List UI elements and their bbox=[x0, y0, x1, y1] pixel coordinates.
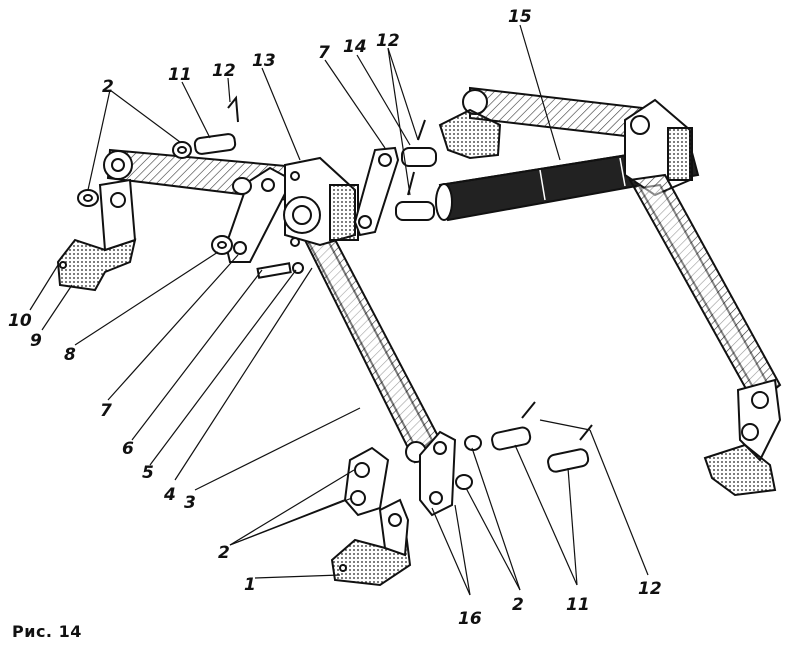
callout-2b: 2 bbox=[218, 543, 230, 563]
callout-12b: 12 bbox=[376, 31, 400, 51]
callout-14: 14 bbox=[343, 37, 367, 57]
link-plate-lower-a bbox=[343, 446, 390, 517]
callout-6: 6 bbox=[122, 439, 134, 459]
bracket-left bbox=[56, 178, 137, 292]
washer-8 bbox=[211, 235, 233, 255]
callout-8: 8 bbox=[64, 345, 76, 365]
callout-3: 3 bbox=[184, 493, 196, 513]
pin-middle-lower bbox=[395, 201, 435, 221]
callout-9: 9 bbox=[30, 331, 42, 351]
callout-11a: 11 bbox=[168, 65, 192, 85]
figure-caption: Рис. 14 bbox=[12, 622, 82, 641]
link-plate-middle bbox=[353, 146, 400, 237]
pin-lower-b bbox=[547, 424, 593, 473]
callout-labels: 1 2 2 2 3 4 5 6 7 7 8 9 10 11 11 12 12 1… bbox=[8, 7, 662, 629]
callout-5: 5 bbox=[142, 463, 154, 483]
callout-16: 16 bbox=[458, 609, 482, 629]
callout-12c: 12 bbox=[638, 579, 662, 599]
pin-middle-upper bbox=[401, 147, 437, 167]
callout-12a: 12 bbox=[212, 61, 236, 81]
callout-15: 15 bbox=[508, 7, 532, 27]
callout-4: 4 bbox=[163, 485, 176, 505]
pin-top-left bbox=[193, 95, 239, 155]
lever-arm-right bbox=[628, 173, 782, 407]
callout-2c: 2 bbox=[512, 595, 524, 615]
bracket-top-rear bbox=[438, 108, 502, 160]
link-plate-lower-b bbox=[419, 430, 457, 517]
leader-lines bbox=[29, 24, 649, 596]
callout-1: 1 bbox=[244, 575, 256, 595]
pin-lower-a bbox=[491, 401, 536, 451]
hub-13 bbox=[283, 156, 359, 247]
callout-2a: 2 bbox=[102, 77, 114, 97]
washer-upper-7 bbox=[232, 177, 252, 195]
bracket-1 bbox=[330, 498, 412, 587]
hub-right bbox=[624, 98, 693, 197]
washer-top bbox=[172, 141, 192, 159]
callout-11b: 11 bbox=[566, 595, 590, 615]
callout-10: 10 bbox=[8, 311, 32, 331]
callout-7a: 7 bbox=[100, 401, 112, 421]
callout-13: 13 bbox=[252, 51, 276, 71]
callout-7b: 7 bbox=[318, 43, 330, 63]
bracket-lower-right bbox=[703, 378, 782, 497]
washer-left bbox=[77, 189, 99, 207]
